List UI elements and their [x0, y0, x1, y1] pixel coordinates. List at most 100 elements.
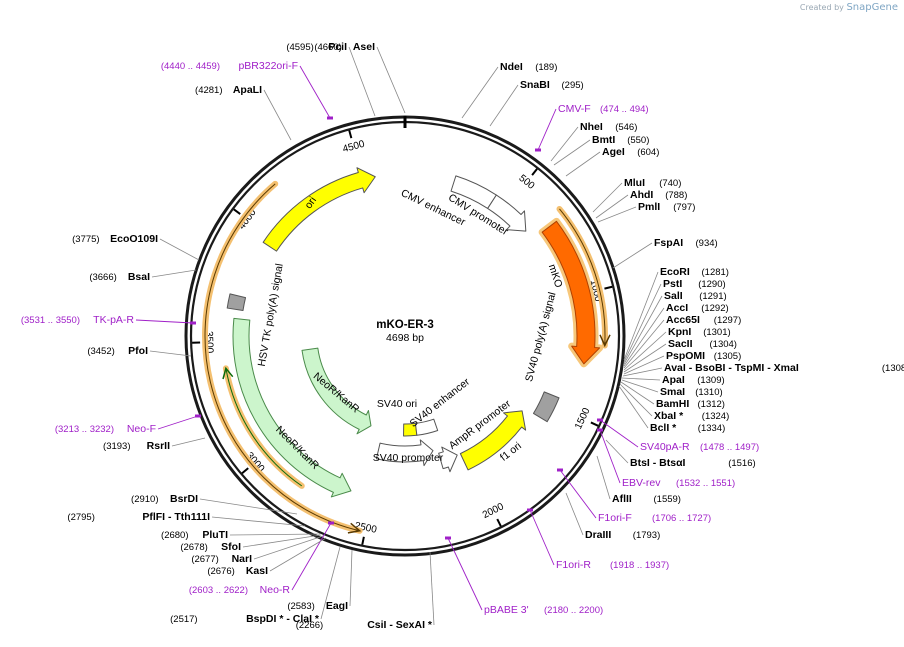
enzyme-site-ndei[interactable]: NdeI(189): [461, 61, 557, 119]
enzyme-position: (1793): [633, 530, 660, 541]
enzyme-name: PstI: [663, 278, 682, 290]
primer-neo-r[interactable]: Neo-R(2603 .. 2622): [189, 521, 334, 597]
enzyme-site-pfoi[interactable]: PfoI(3452): [87, 345, 192, 357]
feature-neor-kanr[interactable]: [301, 347, 372, 435]
enzyme-site-rsrii[interactable]: RsrII(3193): [103, 437, 206, 452]
enzyme-site-apai[interactable]: ApaI(1309): [621, 374, 725, 386]
enzyme-site-bcli[interactable]: BclI *(1334): [618, 385, 725, 434]
feature-sv40-promoter[interactable]: [375, 439, 434, 467]
enzyme-site-acci[interactable]: AccI(1292): [623, 302, 729, 367]
enzyme-site-bspdi-clai[interactable]: BspDI * - ClaI *(2517): [170, 546, 341, 625]
primer-pbabe-3[interactable]: pBABE 3'(2180 .. 2200): [445, 536, 603, 617]
enzyme-site-draiii[interactable]: DraIII(1793): [565, 492, 660, 541]
primer-sv40pa-r[interactable]: SV40pA-R(1478 .. 1497): [597, 418, 759, 454]
enzyme-name: BamHI: [656, 398, 689, 410]
primer-name: F1ori-F: [598, 512, 632, 524]
enzyme-name: AhdI: [630, 189, 653, 201]
primer-name: EBV-rev: [622, 477, 661, 489]
enzyme-name: FspAI: [654, 237, 683, 249]
tick-label: 1500: [573, 406, 593, 431]
enzyme-site-kpni[interactable]: KpnI(1301): [623, 326, 731, 371]
enzyme-site-csii-sexai[interactable]: CsiI - SexAI *(2266): [296, 551, 435, 631]
enzyme-site-eagi[interactable]: EagI(2583): [287, 549, 353, 612]
feature-mko[interactable]: [538, 217, 604, 368]
feature-f1-ori[interactable]: [459, 410, 527, 471]
enzyme-name: SfoI: [221, 541, 241, 553]
feature-ampr-promoter[interactable]: [438, 446, 458, 473]
enzyme-site-asei[interactable]: AseI(4660): [314, 41, 406, 114]
enzyme-name: PmlI: [638, 201, 660, 213]
enzyme-site-pspomi[interactable]: PspOMI(1305): [623, 350, 741, 375]
enzyme-site-ecoo109i[interactable]: EcoO109I(3775): [72, 233, 200, 261]
enzyme-name: PluTI: [202, 529, 228, 541]
enzyme-site-sacii[interactable]: SacII(1304): [623, 338, 737, 373]
feature-hsv-tk-polya[interactable]: [226, 293, 247, 312]
enzyme-site-btsi-bts-i[interactable]: BtsI - BtsαI(1516): [605, 439, 756, 469]
enzyme-position: (3193): [103, 441, 130, 452]
enzyme-name: AflII: [612, 493, 632, 505]
primer-name: Neo-F: [127, 423, 156, 435]
enzyme-site-aflii[interactable]: AflII(1559): [596, 455, 681, 505]
enzyme-site-mlui[interactable]: MluI(740): [592, 177, 681, 213]
enzyme-site-fspai[interactable]: FspAI (934): [612, 237, 718, 269]
primer-f1ori-f[interactable]: F1ori-F(1706 .. 1727): [557, 468, 711, 525]
plasmid-name: mKO-ER-3: [376, 319, 434, 331]
primer-cmv-f[interactable]: CMV-F(474 .. 494): [535, 103, 649, 152]
enzyme-site-pcii[interactable]: PciI(4595): [286, 41, 376, 117]
feature-neor-kanr[interactable]: [232, 317, 352, 498]
enzyme-site-bsai[interactable]: BsaI(3666): [89, 269, 197, 283]
enzyme-position: (1301): [703, 327, 730, 338]
primer-neo-f[interactable]: Neo-F(3213 .. 3232): [55, 414, 201, 436]
enzyme-site-kasi[interactable]: KasI(2676): [207, 537, 327, 577]
enzyme-site-xbai[interactable]: XbaI *(1324): [619, 383, 729, 422]
enzyme-site-pflfi-tth111i[interactable]: PflFI - Tth111I(2795): [67, 511, 306, 527]
enzyme-site-pluti[interactable]: PluTI(2680): [161, 529, 321, 541]
feature-ori[interactable]: [262, 167, 376, 252]
enzyme-site-avai-bsobi-tspmi-xmai[interactable]: AvaI - BsoBI - TspMI - XmaI(1308): [622, 362, 904, 377]
enzyme-site-sfoi[interactable]: SfoI(2678): [180, 534, 322, 553]
enzyme-name: PflFI - Tth111I: [142, 511, 210, 523]
enzyme-site-bamhi[interactable]: BamHI (1312): [620, 381, 725, 410]
enzyme-position: (1312): [698, 399, 725, 410]
enzyme-site-bsrdi[interactable]: BsrDI(2910): [131, 493, 298, 515]
primer-f1ori-r[interactable]: F1ori-R(1918 .. 1937): [527, 508, 669, 572]
primer-name: Neo-R: [260, 584, 291, 596]
enzyme-position: (2517): [170, 614, 197, 625]
enzyme-name: SmaI: [660, 386, 685, 398]
enzyme-position: (1291): [699, 291, 726, 302]
enzyme-name: BclI *: [650, 422, 677, 434]
feature-label-sv40-polya: SV40 poly(A) signal: [523, 291, 558, 383]
primer-pbr322ori-f[interactable]: pBR322ori-F(4440 .. 4459): [161, 60, 333, 120]
enzyme-site-snabi[interactable]: SnaBI(295): [489, 79, 584, 127]
enzyme-site-ecori[interactable]: EcoRI(1281): [623, 266, 729, 361]
feature-sv40-enhancer[interactable]: [414, 418, 439, 436]
enzyme-name: EcoRI: [660, 266, 690, 278]
enzyme-position: (546): [615, 122, 637, 133]
enzyme-site-ahdi[interactable]: AhdI(788): [595, 189, 687, 219]
primer-ebv-rev[interactable]: EBV-rev (1532 .. 1551): [597, 428, 735, 490]
primer-name: pBABE 3': [484, 604, 529, 616]
feature-sv40-polya[interactable]: [532, 391, 560, 423]
feature-sv40-ori[interactable]: [403, 422, 418, 437]
enzyme-site-psti[interactable]: PstI(1290): [623, 278, 726, 363]
enzyme-position: (934): [696, 238, 718, 249]
feature-cmv-promoter[interactable]: [487, 194, 527, 232]
enzyme-name: ApaI: [662, 374, 685, 386]
enzyme-site-sali[interactable]: SalI(1291): [623, 290, 727, 365]
enzyme-site-acc65i[interactable]: Acc65I(1297): [623, 314, 741, 369]
enzyme-site-nhei[interactable]: NheI(546): [550, 121, 637, 162]
enzyme-site-agei[interactable]: AgeI(604): [565, 146, 659, 177]
enzyme-name: AgeI: [602, 146, 625, 158]
enzyme-site-apali[interactable]: ApaLI(4281): [195, 84, 292, 141]
enzyme-position: (1308): [882, 363, 904, 374]
enzyme-position: (550): [627, 135, 649, 146]
enzyme-site-nari[interactable]: NarI(2677): [191, 535, 324, 565]
primer-name: pBR322ori-F: [238, 60, 298, 72]
enzyme-site-bmti[interactable]: BmtI(550): [553, 134, 649, 166]
feature-label-sv40-enhancer: SV40 enhancer: [408, 376, 473, 430]
snapgene-credit: Created by SnapGene: [800, 2, 898, 13]
primer-tk-pa-r[interactable]: TK-pA-R(3531 .. 3550): [21, 314, 196, 326]
primer-position: (1532 .. 1551): [676, 478, 735, 489]
enzyme-site-pmli[interactable]: PmlI(797): [597, 201, 695, 223]
enzyme-site-smai[interactable]: SmaI(1310): [621, 379, 723, 398]
